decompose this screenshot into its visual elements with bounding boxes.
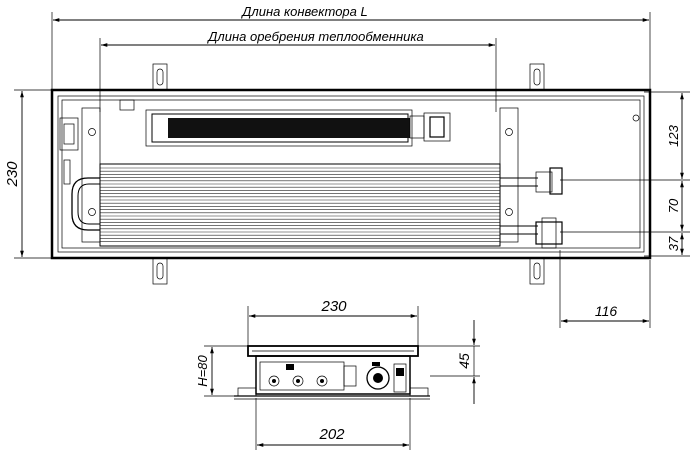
width-230-label: 230 <box>320 298 347 315</box>
dimension-45: 45 <box>418 320 480 404</box>
height-80-label: H=80 <box>195 355 210 387</box>
dim-37-label: 37 <box>666 236 681 251</box>
dimension-116: 116 <box>559 250 651 328</box>
dimension-height-80: H=80 <box>195 345 252 397</box>
convector-body-section <box>255 355 411 395</box>
section-view: 230 <box>195 298 480 450</box>
height-230-label: 230 <box>4 161 21 188</box>
mounting-brackets <box>152 63 545 285</box>
fan-unit <box>119 99 451 147</box>
heat-exchanger <box>71 163 501 247</box>
dimension-fin-length: Длина оребрения теплообменника <box>99 29 497 112</box>
width-202-label: 202 <box>318 426 345 443</box>
right-side-plate <box>499 107 640 243</box>
dim-70-label: 70 <box>666 198 681 213</box>
fin-length-label: Длина оребрения теплообменника <box>206 29 423 44</box>
left-side-plate <box>59 107 101 243</box>
left-height-dimension: 230 <box>4 89 56 259</box>
convector-housing <box>50 88 652 260</box>
top-view: Длина конвектора L Длина оребрения тепло… <box>4 4 690 328</box>
dimension-width-202: 202 <box>255 398 411 450</box>
pipe-connectors <box>500 167 563 249</box>
dimension-width-230: 230 <box>247 298 419 346</box>
dim-116-label: 116 <box>595 303 618 319</box>
dim-45-label: 45 <box>456 353 472 369</box>
dim-123-label: 123 <box>666 124 681 146</box>
dimension-convector-length: Длина конвектора L <box>51 4 651 92</box>
convector-length-label: Длина конвектора L <box>240 4 367 19</box>
right-dimensions: 123 70 37 <box>560 91 690 257</box>
